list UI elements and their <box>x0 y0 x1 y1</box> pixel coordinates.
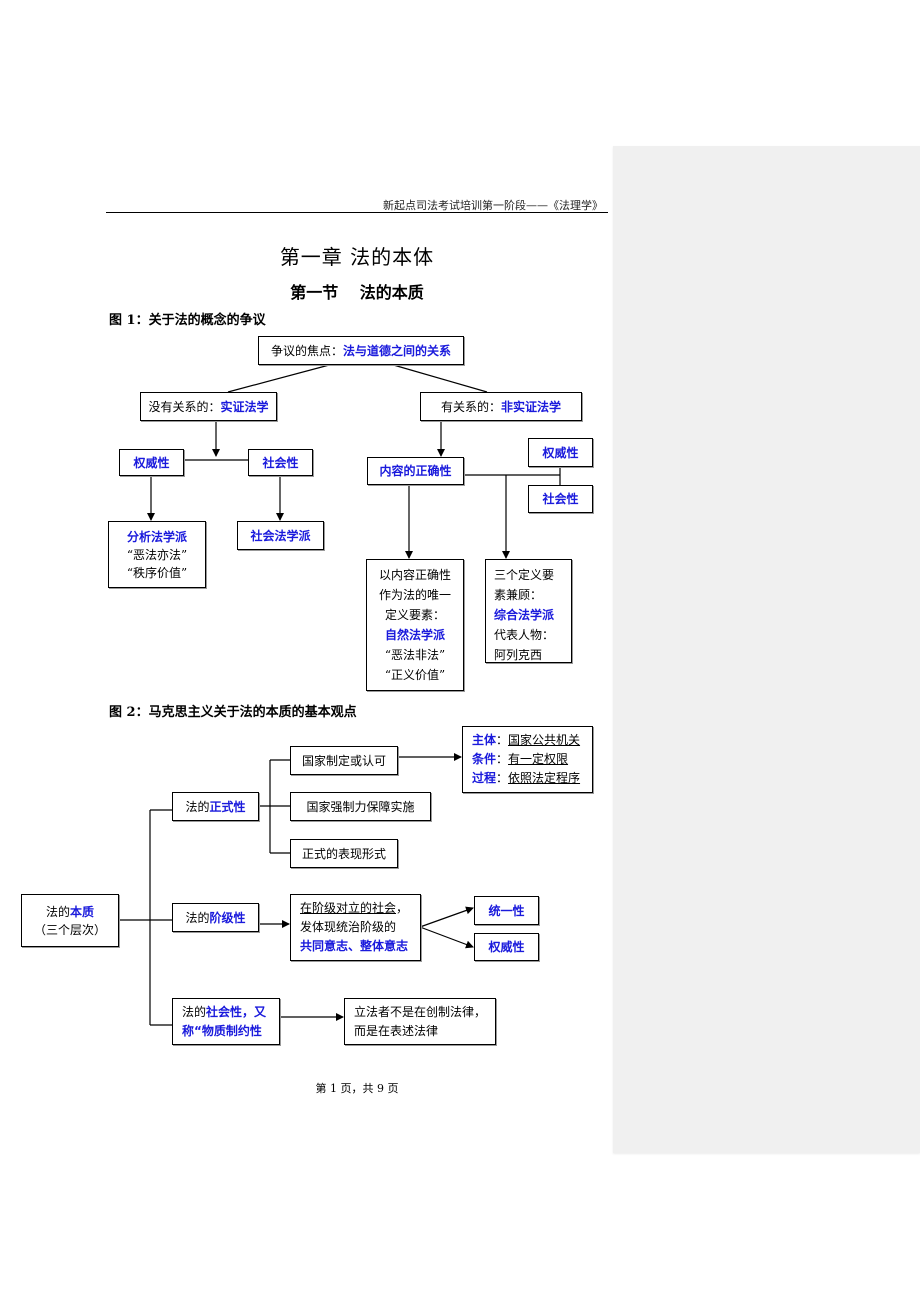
formal-item-box: 正式的表现形式 <box>290 839 398 868</box>
analytic-school-line: “恶法亦法” <box>126 547 188 562</box>
section-title: 第一节 法的本质 <box>290 283 424 302</box>
conditions-row: 条件：有一定权限 <box>472 752 569 766</box>
integrative-school-title: 综合法学派 <box>494 608 555 622</box>
right-social-box: 社会性 <box>528 485 593 513</box>
social-school-label: 社会法学派 <box>250 528 311 543</box>
formal-item-box: 国家强制力保障实施 <box>290 792 431 821</box>
left-social-label: 社会性 <box>262 455 299 470</box>
positivism-label: 实证法学 <box>220 399 269 414</box>
relation-prefix: 有关系的： <box>440 399 501 414</box>
connector-focus-right <box>389 363 488 393</box>
analytic-school-line: “秩序价值” <box>126 565 188 580</box>
arrow-to-unity <box>419 906 474 928</box>
social-subtitle: 称“物质制约性 <box>182 1023 262 1038</box>
subject-conditions-box: 主体：国家公共机关 条件：有一定权限 过程：依照法定程序 <box>462 726 593 793</box>
authority-label: 权威性 <box>488 940 525 954</box>
no-relation-box: 没有关系的：实证法学 <box>140 392 277 421</box>
right-authority-label: 权威性 <box>542 445 579 460</box>
essence-highlight: 本质 <box>70 904 95 919</box>
page-footer: 第 1 页，共 9 页 <box>315 1082 399 1095</box>
class-prefix: 法的 <box>185 910 210 925</box>
social-description-box: 立法者不是在创制法律， 而是在表述法律 <box>344 998 496 1045</box>
formality-prefix: 法的 <box>185 799 210 814</box>
social-school-box: 社会法学派 <box>237 521 324 550</box>
no-relation-prefix: 没有关系的： <box>148 399 221 414</box>
analytic-school-box: 分析法学派 “恶法亦法” “秩序价值” <box>108 521 206 588</box>
figure2-caption: 图 2：马克思主义关于法的本质的基本观点 <box>109 705 357 720</box>
natural-school-box: 以内容正确性 作为法的唯一 定义要素： 自然法学派 “恶法非法” “正义价值” <box>366 559 464 691</box>
class-nature-box: 法的阶级性 <box>172 903 259 932</box>
natural-school-line: 定义要素： <box>384 608 445 622</box>
chapter-title: 第一章 法的本体 <box>279 245 435 269</box>
focus-prefix: 争议的焦点： <box>270 343 343 358</box>
natural-school-title: 自然法学派 <box>384 628 445 642</box>
social-desc-line: 而是在表述法律 <box>354 1023 439 1038</box>
integrative-school-line: 三个定义要 <box>494 568 555 582</box>
natural-school-line: “恶法非法” <box>384 648 446 662</box>
essence-prefix: 法的 <box>45 904 70 919</box>
unity-box: 统一性 <box>474 896 539 925</box>
social-desc-line: 立法者不是在创制法律， <box>354 1004 487 1019</box>
focus-box: 争议的焦点：法与道德之间的关系 <box>258 336 464 365</box>
class-desc-line: 发体现统治阶级的 <box>300 920 397 934</box>
connector-focus-left <box>227 363 334 393</box>
figure1-caption: 图 1：关于法的概念的争议 <box>109 313 266 328</box>
natural-school-line: 以内容正确性 <box>378 568 451 582</box>
integrative-school-box: 三个定义要 素兼顾： 综合法学派 代表人物： 阿列克西 <box>485 559 572 663</box>
class-description-box: 在阶级对立的社会， 发体现统治阶级的 共同意志、整体意志 <box>290 894 421 961</box>
formality-box: 法的正式性 <box>172 792 259 821</box>
authority-box: 权威性 <box>474 933 539 961</box>
integrative-school-line: 素兼顾： <box>494 588 543 602</box>
class-desc-punct: ， <box>396 901 409 915</box>
integrative-school-line: 阿列克西 <box>494 648 543 662</box>
formality-highlight: 正式性 <box>209 799 246 814</box>
integrative-school-line: 代表人物： <box>494 628 555 642</box>
left-authority-box: 权威性 <box>119 449 184 476</box>
formal-item-label: 正式的表现形式 <box>301 846 386 861</box>
left-authority-label: 权威性 <box>133 455 170 470</box>
relation-box: 有关系的：非实证法学 <box>420 392 582 421</box>
formal-item-label: 国家强制力保障实施 <box>306 799 415 814</box>
formal-item-label: 国家制定或认可 <box>301 753 386 768</box>
running-header: 新起点司法考试培训第一阶段——《法理学》 <box>383 199 603 212</box>
content-correctness-box: 内容的正确性 <box>367 457 464 485</box>
formal-item-box: 国家制定或认可 <box>290 746 398 775</box>
right-authority-box: 权威性 <box>528 438 593 467</box>
natural-school-line: “正义价值” <box>384 668 446 682</box>
comment-pane <box>613 146 920 1153</box>
left-social-box: 社会性 <box>248 449 313 476</box>
header-rule <box>106 212 608 213</box>
arrow-to-authority <box>419 926 474 949</box>
right-social-label: 社会性 <box>542 492 579 506</box>
natural-school-line: 作为法的唯一 <box>378 588 451 602</box>
class-desc-line: 在阶级对立的社会 <box>300 901 397 915</box>
essence-box: 法的本质 （三个层次） <box>21 894 119 947</box>
unity-label: 统一性 <box>488 903 525 918</box>
subject-row: 主体：国家公共机关 <box>472 733 581 747</box>
process-row: 过程：依照法定程序 <box>472 771 581 785</box>
social-highlight: 社会性，又 <box>206 1004 267 1019</box>
social-prefix: 法的 <box>182 1004 207 1019</box>
essence-subtitle: （三个层次） <box>33 922 106 937</box>
class-desc-highlight: 共同意志、整体意志 <box>300 939 409 953</box>
social-nature-box: 法的社会性，又 称“物质制约性 <box>172 998 280 1045</box>
class-highlight: 阶级性 <box>209 910 246 925</box>
content-correctness-label: 内容的正确性 <box>379 464 452 478</box>
focus-highlight: 法与道德之间的关系 <box>343 343 452 358</box>
non-positivism-label: 非实证法学 <box>501 399 562 414</box>
analytic-school-title: 分析法学派 <box>126 529 187 544</box>
